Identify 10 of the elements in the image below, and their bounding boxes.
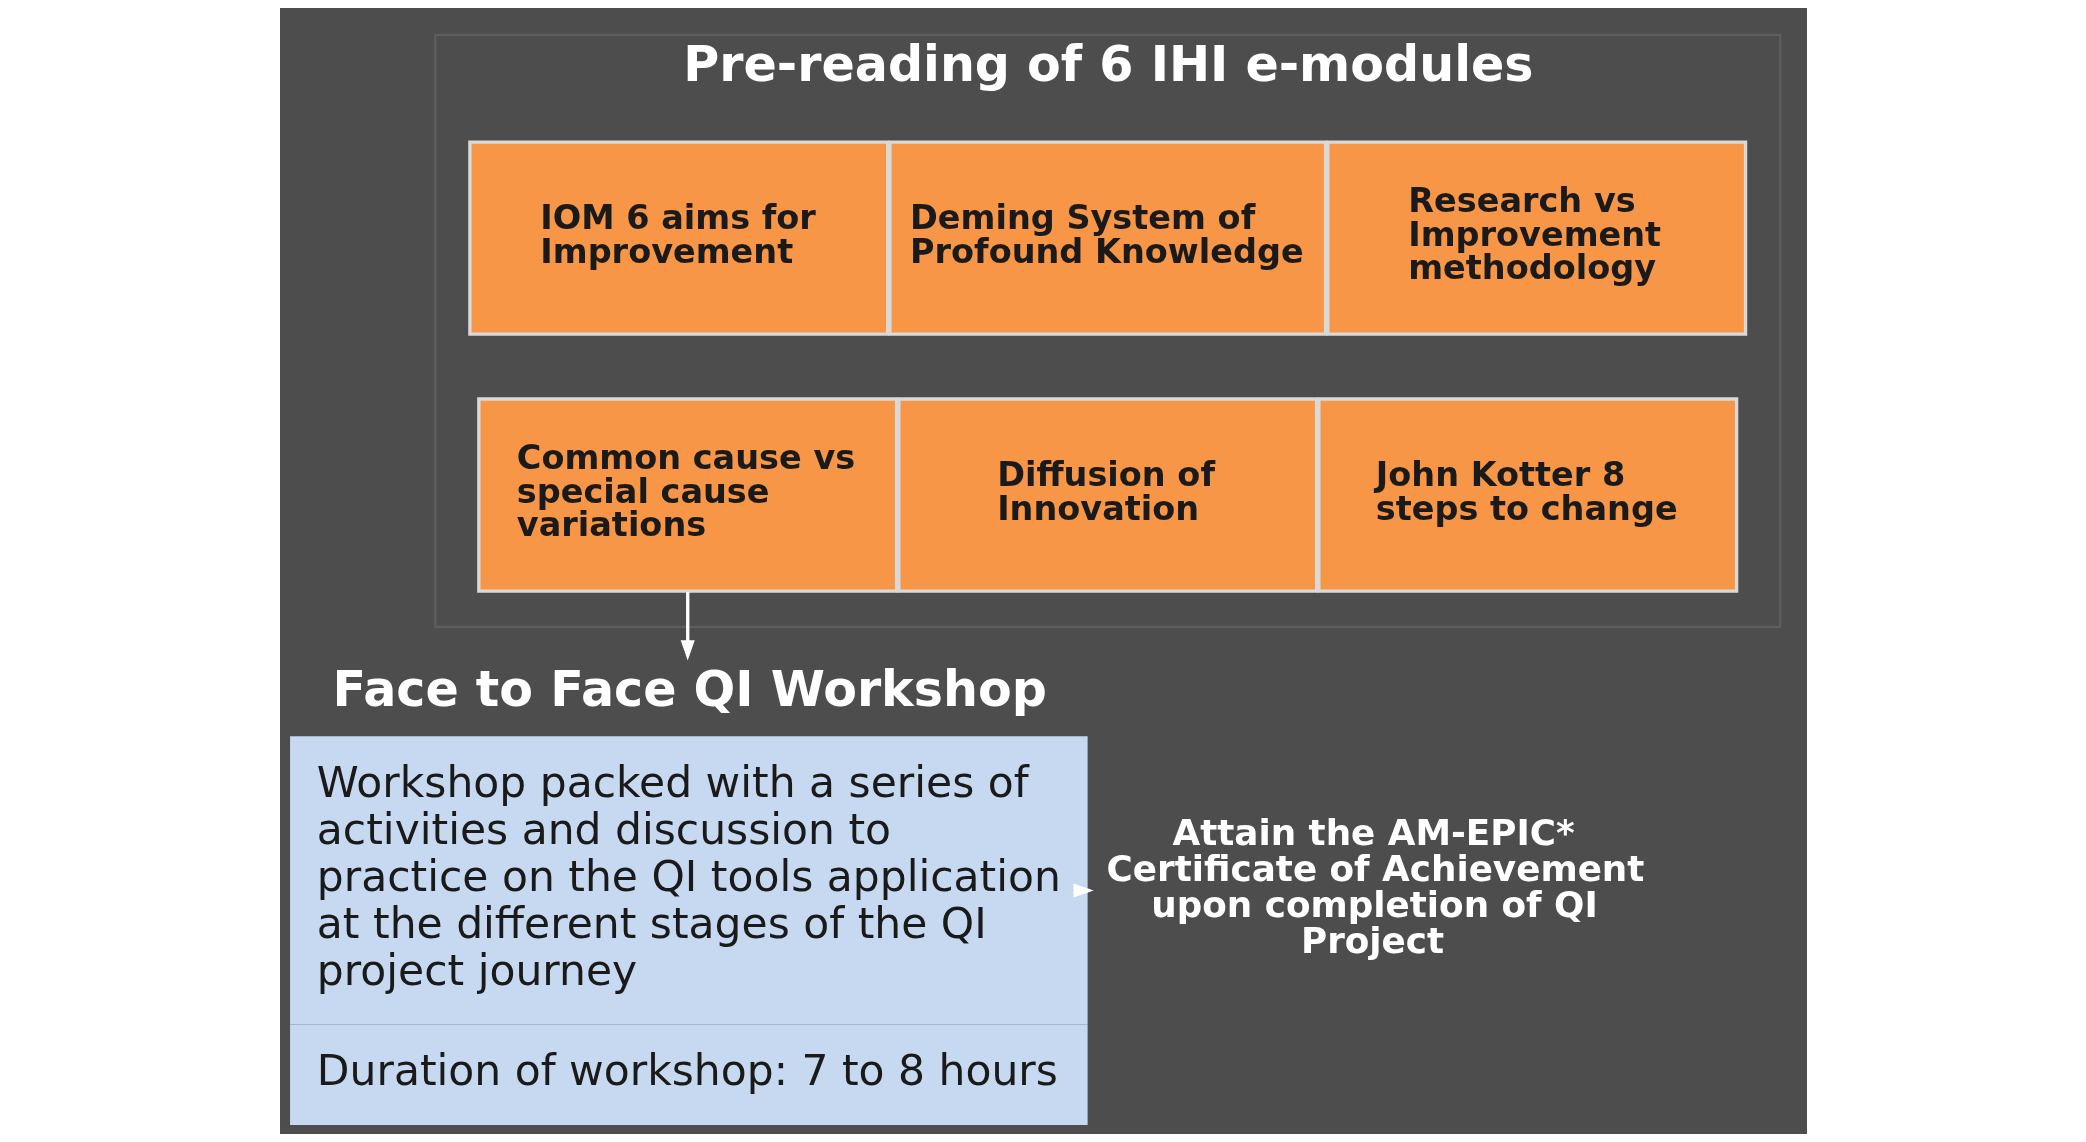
node-box: Diffusion of Innovation — [896, 397, 1318, 593]
arrow — [680, 591, 695, 661]
node-box: Common cause vs special cause variations — [476, 397, 898, 593]
node-box: IOM 6 aims for Improvement — [467, 140, 889, 336]
node-box: John Kotter 8 steps to change — [1316, 397, 1738, 593]
node-text: Attain the AM-EPIC* Certificate of Achievement upon completion of QI Project — [1106, 812, 1644, 961]
node-box: Research vs Improvement methodology — [1325, 140, 1747, 336]
node-label: Face to Face QI Workshop — [332, 660, 1047, 719]
arrow — [1073, 883, 1094, 898]
node-box: Deming System of Profound Knowledge — [887, 140, 1327, 336]
